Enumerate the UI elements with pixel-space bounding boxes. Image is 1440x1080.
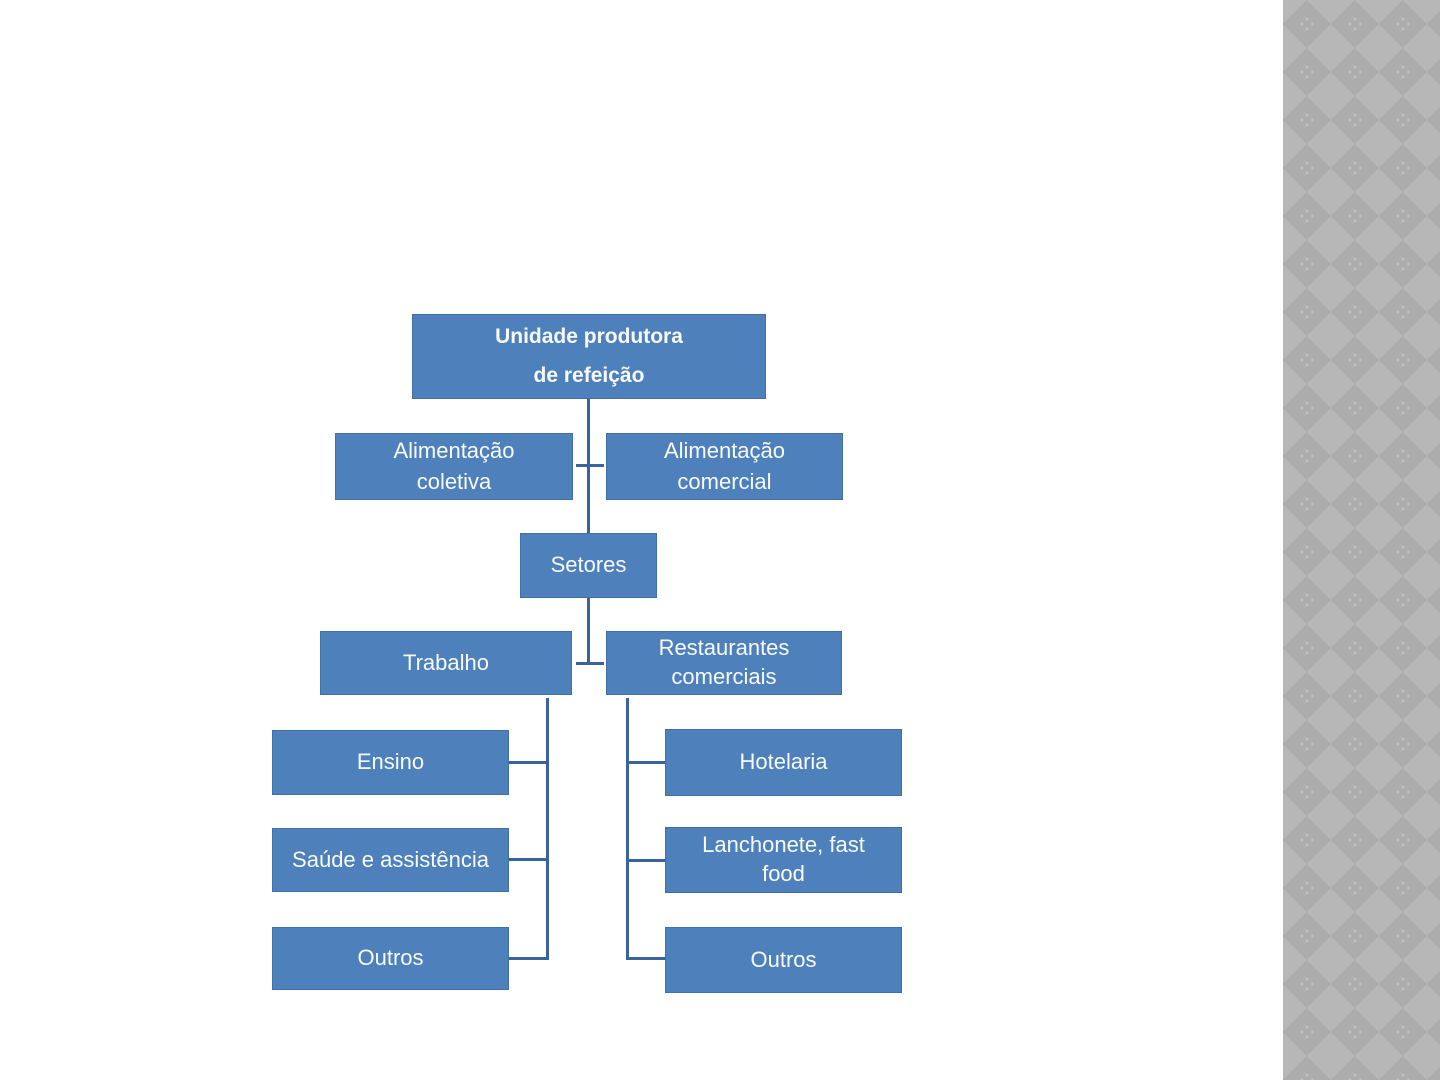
- node-label: de refeição: [533, 363, 645, 387]
- connector-ensino-tick: [508, 761, 549, 764]
- connector-hotelaria-tick: [628, 761, 666, 764]
- node-trabalho: Trabalho: [320, 631, 572, 695]
- node-restaurantes-comerciais: Restaurantes comerciais: [606, 631, 842, 695]
- node-setores: Setores: [520, 533, 657, 598]
- node-label: Outros: [750, 946, 817, 972]
- node-outros-restaurantes: Outros: [665, 927, 902, 993]
- node-lanchonete-fast-food: Lanchonete, fast food: [665, 827, 902, 893]
- connector-setores-down: [587, 597, 590, 665]
- connector-trabalho-restaurantes-tick: [576, 662, 604, 665]
- node-label: food: [762, 861, 805, 886]
- node-unidade-produtora: Unidade produtora de refeição: [412, 314, 766, 399]
- connector-outros-left-tick: [508, 957, 549, 960]
- node-ensino: Ensino: [272, 730, 509, 795]
- node-alimentacao-coletiva: Alimentação coletiva: [335, 433, 573, 500]
- node-label: Saúde e assistência: [292, 846, 489, 872]
- connector-outros-right-tick: [628, 957, 666, 960]
- node-label: Hotelaria: [739, 749, 828, 775]
- connector-trabalho-hang: [546, 698, 549, 960]
- node-label: comerciais: [671, 664, 777, 689]
- connector-alimentacao-tick: [576, 464, 604, 467]
- node-label: Setores: [550, 552, 627, 578]
- connector-restaurantes-hang: [626, 698, 629, 960]
- node-label: Unidade produtora: [495, 324, 683, 348]
- node-label: Outros: [357, 945, 424, 971]
- node-label: Trabalho: [402, 649, 489, 675]
- node-label: Alimentação: [663, 437, 786, 463]
- node-saude-assistencia: Saúde e assistência: [272, 828, 509, 892]
- node-outros-trabalho: Outros: [272, 927, 509, 990]
- connector-lanchonete-tick: [628, 859, 666, 862]
- node-hotelaria: Hotelaria: [665, 729, 902, 796]
- node-alimentacao-comercial: Alimentação comercial: [606, 433, 843, 500]
- node-label: comercial: [677, 468, 772, 494]
- slide-side-pattern: [1283, 0, 1440, 1080]
- connector-saude-tick: [508, 858, 549, 861]
- node-label: Lanchonete, fast: [702, 832, 865, 858]
- node-label: Ensino: [356, 749, 425, 775]
- node-label: Restaurantes: [658, 635, 790, 661]
- node-label: coletiva: [416, 468, 492, 494]
- node-label: Alimentação: [393, 437, 515, 463]
